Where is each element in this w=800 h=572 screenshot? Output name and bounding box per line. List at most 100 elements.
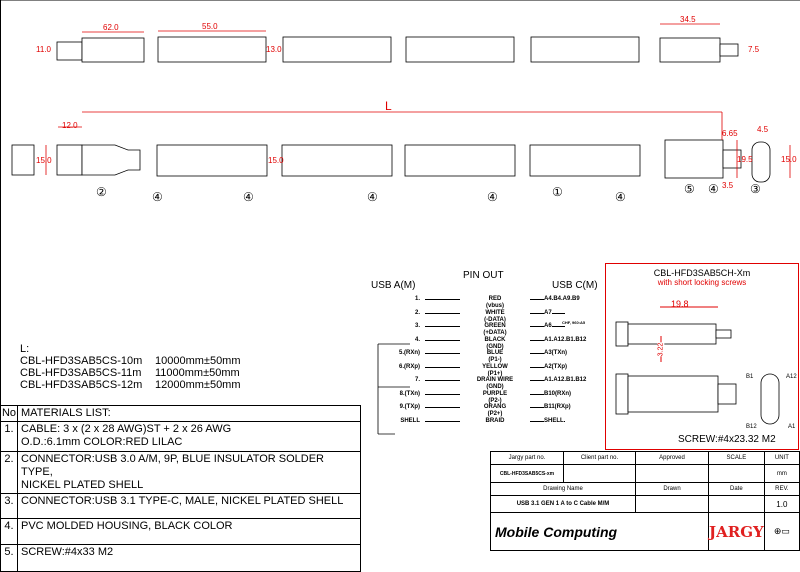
material-row: 3.CONNECTOR:USB 3.1 TYPE-C, MALE, NICKEL… xyxy=(0,493,361,519)
pin-c: A1.A12.B1.B12 xyxy=(544,377,587,383)
pin-wire: BLUE(P1-) xyxy=(460,350,530,364)
mobile-computing-logo: Mobile Computing xyxy=(490,512,709,551)
pin-row: 2. WHITE(-DATA) A7 xyxy=(380,309,600,324)
pin-wire: DRAIN WIRE(GND) xyxy=(460,377,530,391)
dim-seg-h: 13.0 xyxy=(266,45,282,54)
callout-4: ④ xyxy=(487,190,498,204)
pin-a: 5.(RXn) xyxy=(399,350,420,356)
pin-wire: YELLOW(P1+) xyxy=(460,363,530,378)
material-row: 4.PVC MOLDED HOUSING, BLACK COLOR xyxy=(0,518,361,545)
pin-a: 8.(TXn) xyxy=(399,390,420,397)
callout-5: ⑤ xyxy=(684,182,695,196)
pin-c: A6 xyxy=(544,323,552,329)
pin-row: 1. RED(vbus) A4.B4.A9.B9 xyxy=(380,296,600,310)
length-label: L: xyxy=(20,343,30,355)
pin-wire: ORANG(P2+) xyxy=(460,404,530,418)
pin-c: A7 xyxy=(544,309,552,316)
dim-c-c: 19.5 xyxy=(737,155,753,164)
pinout-right-label: USB C(M) xyxy=(552,280,598,291)
pin-a: 4. xyxy=(414,336,420,343)
pin-a: SHELL xyxy=(400,417,420,424)
side-view xyxy=(11,139,771,183)
pin-a: 1. xyxy=(414,296,420,302)
dim-plug-w: 15.0 xyxy=(36,156,52,165)
pin-a1: A1 xyxy=(788,424,796,430)
dim-right-tip: 7.5 xyxy=(748,45,760,54)
variant-dim-h: 3.22 xyxy=(657,342,665,357)
jargy-logo: JARGY xyxy=(708,512,765,551)
pin-wire: PURPLE(P2-) xyxy=(460,390,530,405)
pin-wire: RED(vbus) xyxy=(460,296,530,310)
material-row: 1.CABLE: 3 x (2 x 28 AWG)ST + 2 x 26 AWG… xyxy=(0,421,361,452)
variant-title: CBL-HFD3SAB5CH-Xm xyxy=(653,268,751,278)
pin-c: A2(TXp) xyxy=(544,363,567,370)
pin-wire: BRAID xyxy=(460,417,530,425)
no-header: No xyxy=(0,405,18,422)
cable-drawing: 62.0 11.0 55.0 13.0 34.5 7.5 L 12.0 15.0… xyxy=(0,0,800,549)
variant-subtitle: with short locking screws xyxy=(657,278,747,287)
dim-c-b: 4.5 xyxy=(757,125,769,134)
pin-a: 2. xyxy=(414,309,420,316)
pin-c: A1.A12.B1.B12 xyxy=(544,336,587,343)
pin-c: A4.B4.A9.B9 xyxy=(544,296,580,302)
pin-wire: GREEN(+DATA) xyxy=(460,323,530,337)
variant-box: CBL-HFD3SAB5CH-Xm with short locking scr… xyxy=(605,263,799,450)
callout-3: ③ xyxy=(750,182,761,196)
callout-1: ① xyxy=(552,185,563,199)
variant-connector-drawing xyxy=(615,306,780,425)
pin-c: B11(RXp) xyxy=(544,404,571,410)
pin-b1: B1 xyxy=(746,374,754,380)
pin-c: A3(TXn) xyxy=(544,350,567,356)
pin-c: SHELL xyxy=(544,417,564,424)
pin-row: 4. BLACK(GND) A1.A12.B1.B12 xyxy=(380,336,600,351)
dim-c-d: 15.0 xyxy=(781,155,797,164)
dim-c-a: 6.65 xyxy=(722,129,738,138)
callout-4: ④ xyxy=(243,190,254,204)
materials-header: MATERIALS LIST: xyxy=(17,405,361,422)
variant-dim-len: 19.8 xyxy=(671,299,689,309)
callout-4: ④ xyxy=(152,190,163,204)
pin-row: 5.(RXn) BLUE(P1-) A3(TXn) xyxy=(380,350,600,364)
material-row: 2.CONNECTOR:USB 3.0 A/M, 9P, BLUE INSULA… xyxy=(0,451,361,494)
pin-row: 8.(TXn) PURPLE(P2-) B10(RXn) xyxy=(380,390,600,405)
pin-row: 9.(TXp) ORANG(P2+) B11(RXp) xyxy=(380,404,600,418)
pin-a: 7. xyxy=(414,377,420,383)
dim-plug-tip: 12.0 xyxy=(62,121,78,130)
pin-c: B10(RXn) xyxy=(544,390,572,397)
pin-wire: WHITE(-DATA) xyxy=(460,309,530,324)
pinout-title: PIN OUT xyxy=(463,270,504,281)
pin-row: SHELL BRAID SHELL xyxy=(380,417,600,432)
part-no: CBL-HFD3SAB5CS-xm xyxy=(490,464,564,483)
dim-c-e: 3.5 xyxy=(722,181,734,190)
pin-wire: BLACK(GND) xyxy=(460,336,530,351)
pin-row: 7. DRAIN WIRE(GND) A1.A12.B1.B12 xyxy=(380,377,600,391)
dim-plug-len: 62.0 xyxy=(103,23,119,32)
pin-a12: A12 xyxy=(786,374,797,380)
dim-right-len: 34.5 xyxy=(680,15,696,24)
top-view xyxy=(56,36,739,63)
variant-screw: SCREW:#4x23.32 M2 xyxy=(678,434,776,445)
callout-4: ④ xyxy=(615,190,626,204)
dim-seg-len: 55.0 xyxy=(202,22,218,31)
pin-row: 6.(RXp) YELLOW(P1+) A2(TXp) xyxy=(380,363,600,378)
pin-a: 3. xyxy=(414,323,420,329)
dim-plug-h: 11.0 xyxy=(36,45,52,54)
callout-4: ④ xyxy=(708,182,719,196)
callout-2: ② xyxy=(96,185,107,199)
pin-b12: B12 xyxy=(746,424,757,430)
drawing-name: USB 3.1 GEN 1 A to C Cable M/M xyxy=(490,495,636,513)
projection-symbol-icon: ⊕▭ xyxy=(763,512,800,551)
callout-4: ④ xyxy=(367,190,378,204)
pin-a: 6.(RXp) xyxy=(399,363,420,370)
gnd-note: CHF, 960:A5 xyxy=(562,320,586,325)
dim-seg-w: 15.0 xyxy=(268,156,284,165)
dim-L: L xyxy=(385,99,392,113)
pin-a: 9.(TXp) xyxy=(399,404,420,410)
